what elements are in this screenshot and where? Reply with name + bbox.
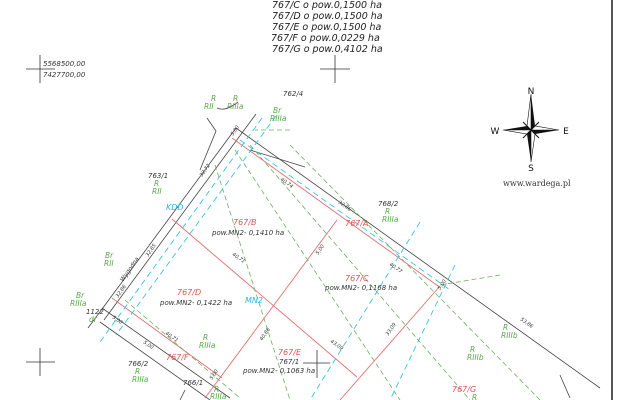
landuse-lines [124,129,541,400]
compass-south: S [528,164,534,174]
landuse-code: R [233,94,238,103]
parcel-area: pow.MN2- 0,1168 ha [324,284,397,292]
landuse-code: R [472,393,477,400]
dimension-label: 40,86 [259,327,272,342]
dimension-label: 40,71 [231,252,246,265]
parcel-label: 767/B [233,218,256,227]
parcel-label: 767/D [177,288,201,297]
landuse-code: R [135,367,140,376]
grid-cross [320,55,350,83]
road-label: Wygodna [119,256,141,283]
website-text: www.wardega.pl [503,179,571,188]
dimension-label: 5,00 [209,369,220,382]
zone-label-mn2: MN2 [245,296,263,305]
soil-class: RIIIb [501,331,518,340]
landuse-code: Br [76,291,85,300]
parcel-label: 767/E [278,348,302,357]
dimension-label: 43,09 [329,339,344,352]
landuse-code: R [203,333,208,342]
parcel-sublabel: 767/1 [279,358,299,366]
dimension-label: 5,00 [111,315,124,326]
soil-class: RIIIa [210,392,227,400]
legend-line: 767/G o pow.0,4102 ha [272,44,383,55]
dimension-label: 5,00 [142,340,155,351]
parcel-label: 767/F [166,353,189,362]
dimension-label: 5,00 [230,125,241,138]
soil-class: RII [152,187,162,196]
soil-class: RII [104,259,114,268]
dimension-label: 5,00 [315,244,326,257]
neighbour-parcel: 762/4 [283,90,303,98]
parcel-label: 767/A [345,219,368,228]
neighbour-parcel: 1122 [86,308,104,316]
compass-north: N [528,87,535,97]
landuse-code: R [385,207,390,216]
dimension-label: 5,00 [437,279,448,292]
soil-class: RIIIa [382,215,399,224]
zone-lines [99,115,456,400]
grid-cross [26,348,55,376]
coordinate-y: 7427700,00 [43,71,86,79]
boundary-lines [87,101,601,400]
compass-rose-icon: N S W E [491,87,570,174]
compass-west: W [491,127,500,137]
soil-class: RIIIa [199,341,216,350]
grid-cross [26,55,55,83]
legend-line: 767/F o pow.0,0229 ha [271,33,380,44]
legend-line: 767/C o pow.0,1500 ha [272,0,382,11]
soil-class: RIIIa [270,114,287,123]
landuse-code: R [211,94,216,103]
legend-line: 767/E o pow.0,1500 ha [272,22,381,33]
soil-class: RIIIa [70,299,87,308]
landuse-code: R [214,385,219,394]
landuse-code: Br [105,251,114,260]
soil-class: RIIIa [132,375,149,384]
zone-label-kdd: KDD [166,203,184,212]
dimension-label: 40,77 [388,262,404,276]
legend-line: 767/D o pow.0,1500 ha [272,11,383,22]
parcel-label: 767/C [345,274,369,283]
neighbour-parcel: 766/1 [183,379,203,387]
parcel-label: 767/G [452,385,476,394]
parcel-area: pow.MN2- 0,1410 ha [211,229,284,237]
landuse-code: R [470,345,475,354]
landuse-code: R [154,179,159,188]
dimension-label: 40,74 [279,177,294,190]
dimension-label: 53,86 [519,317,534,330]
dimension-label: 33,09 [385,322,398,337]
neighbour-parcel: 763/1 [148,172,168,180]
neighbour-parcel: 768/2 [378,200,399,208]
coordinate-x: 5568500,00 [43,60,86,68]
soil-class: RIIIa [227,102,244,111]
soil-class: RII [204,102,214,111]
landuse-code: Br [273,106,282,115]
parcel-area: pow.MN2- 0,1063 ha [242,367,315,375]
compass-east: E [563,127,569,137]
soil-class: RIIIb [467,353,484,362]
landuse-code: R [503,323,508,332]
grid-cross [303,350,330,378]
landuse-code: dr [89,315,98,324]
parcel-area: pow.MN2- 0,1422 ha [159,299,232,307]
neighbour-parcel: 766/2 [128,360,149,368]
